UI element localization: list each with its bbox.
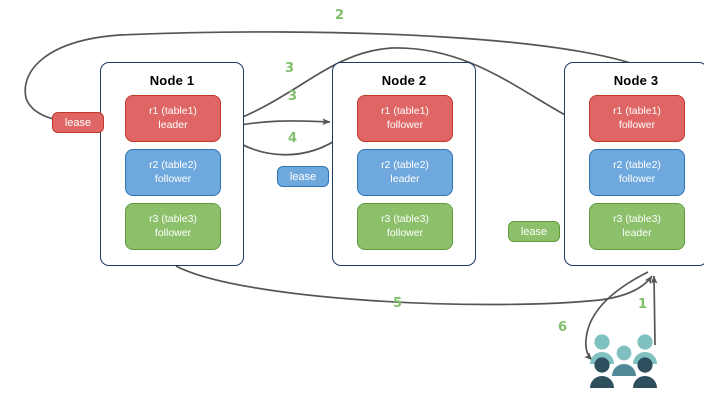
step-label-3b: 3 [288,89,298,104]
replica-cell[interactable]: r1 (table1) follower [589,95,685,142]
arrow-step-2 [24,31,661,126]
replica-role: follower [154,226,192,239]
lease-badge-blue[interactable]: lease [277,166,329,187]
replica-role: follower [386,226,424,239]
replica-cell[interactable]: r2 (table2) follower [125,149,221,196]
arrow-step-6 [584,271,649,361]
replica-role: leader [158,118,188,131]
replica-cell[interactable]: r2 (table2) leader [357,149,453,196]
step-label-2: 2 [335,8,345,23]
step-label-1: 1 [638,297,648,312]
node-box-3[interactable]: Node 3 r1 (table1) follower r2 (table2) … [564,62,704,266]
users-group-icon [588,333,664,395]
replica-cell[interactable]: r1 (table1) follower [357,95,453,142]
arrow-step-1 [650,275,658,346]
replica-name: r3 (table3) [381,213,429,225]
replica-cell[interactable]: r3 (table3) leader [589,203,685,250]
node-title: Node 2 [381,73,427,88]
replica-role: follower [618,118,656,131]
node-title: Node 1 [149,73,195,88]
arrow-step-4 [227,135,343,156]
replica-cell[interactable]: r3 (table3) follower [125,203,221,250]
replica-role: follower [618,172,656,185]
replica-cell[interactable]: r3 (table3) follower [357,203,453,250]
arrow-step-5 [175,265,653,306]
replica-name: r2 (table2) [149,159,197,171]
replica-name: r1 (table1) [149,105,197,117]
step-label-6: 6 [558,320,568,335]
replica-role: follower [386,118,424,131]
arrow-step-3b [225,47,579,125]
replica-name: r3 (table3) [149,213,197,225]
node-title: Node 3 [613,73,659,88]
replica-name: r1 (table1) [613,105,661,117]
replica-role: follower [154,172,192,185]
step-label-3a: 3 [285,61,295,76]
step-label-4: 4 [288,131,298,146]
replica-role: leader [390,172,420,185]
node-box-1[interactable]: Node 1 r1 (table1) leader r2 (table2) fo… [100,62,244,266]
replica-name: r2 (table2) [613,159,661,171]
step-label-5: 5 [393,296,403,311]
replica-cell[interactable]: r1 (table1) leader [125,95,221,142]
replica-name: r3 (table3) [613,213,661,225]
lease-badge-green[interactable]: lease [508,221,560,242]
replica-role: leader [622,226,652,239]
lease-badge-red[interactable]: lease [52,112,104,133]
replica-cell[interactable]: r2 (table2) follower [589,149,685,196]
replica-name: r1 (table1) [381,105,429,117]
node-box-2[interactable]: Node 2 r1 (table1) follower r2 (table2) … [332,62,476,266]
replica-name: r2 (table2) [381,159,429,171]
